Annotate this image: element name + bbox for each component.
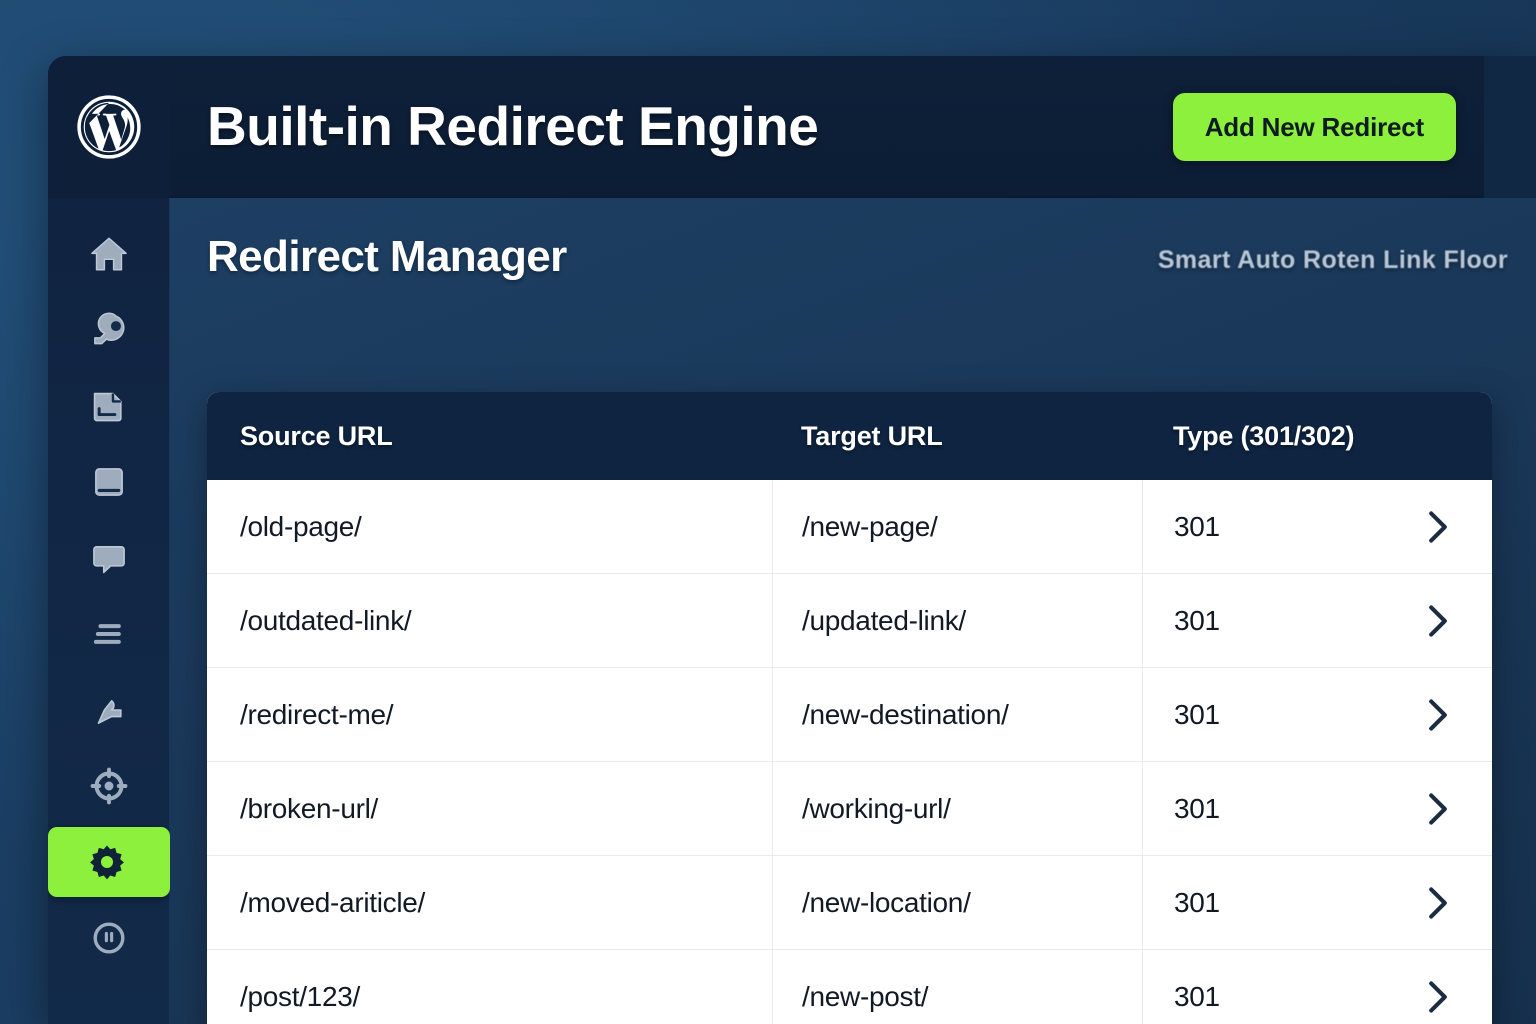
- cell-type: 301: [1142, 667, 1492, 762]
- cell-source-url: /post/123/: [240, 981, 360, 1012]
- cell-target-url: /new-destination/: [772, 667, 1142, 762]
- section-subtitle: Smart Auto Roten Link Floor: [1157, 246, 1508, 274]
- app-header: Built-in Redirect Engine Add New Redirec…: [170, 56, 1484, 198]
- cell-target-url: /new-page/: [772, 479, 1142, 574]
- cell-target-url: /working-url/: [772, 761, 1142, 856]
- sidebar: [48, 56, 170, 1024]
- sidebar-item-appearance[interactable]: [48, 596, 170, 672]
- table-row[interactable]: /moved-ariticle/ /new-location/ 301: [207, 855, 1492, 950]
- cell-type: 301: [1142, 761, 1492, 856]
- wordpress-logo-button[interactable]: [48, 56, 170, 198]
- sidebar-nav-list: [48, 216, 170, 976]
- menu-lines-icon: [93, 624, 121, 644]
- sidebar-item-plugins[interactable]: [48, 672, 170, 748]
- column-header-source-url: Source URL: [240, 420, 393, 451]
- plug-icon: [97, 700, 122, 724]
- sidebar-item-posts[interactable]: [48, 292, 170, 368]
- section-title: Redirect Manager: [207, 232, 567, 281]
- chevron-right-icon[interactable]: [1427, 698, 1449, 732]
- table-header-row: Source URL Target URL Type (301/302): [207, 392, 1492, 480]
- gear-icon: [90, 845, 124, 880]
- chevron-right-icon[interactable]: [1427, 792, 1449, 826]
- sidebar-item-collapse[interactable]: [48, 900, 170, 976]
- sidebar-item-users[interactable]: [48, 748, 170, 824]
- chevron-right-icon[interactable]: [1427, 980, 1449, 1014]
- cell-target-url: /new-location/: [772, 855, 1142, 950]
- cell-source-url: /old-page/: [240, 510, 362, 542]
- table-row[interactable]: /outdated-link/ /updated-link/ 301: [207, 573, 1492, 668]
- target-icon: [90, 767, 128, 805]
- media-file-icon: [93, 392, 122, 422]
- content-header: Redirect Manager Smart Auto Roten Link F…: [170, 198, 1536, 326]
- sidebar-item-pages[interactable]: [48, 444, 170, 520]
- cell-source-url: /moved-ariticle/: [240, 886, 426, 918]
- page-icon: [95, 468, 123, 496]
- cell-target-url: /new-post/: [772, 950, 1142, 1024]
- comment-icon: [93, 546, 125, 574]
- content-area: Redirect Manager Smart Auto Roten Link F…: [170, 198, 1536, 1024]
- app-panel: Built-in Redirect Engine Add New Redirec…: [48, 56, 1536, 1024]
- sidebar-item-settings[interactable]: [48, 824, 170, 900]
- chevron-right-icon[interactable]: [1427, 886, 1449, 920]
- redirects-table: Source URL Target URL Type (301/302) /ol…: [207, 392, 1492, 1024]
- chevron-right-icon[interactable]: [1427, 510, 1449, 544]
- column-header-target-url: Target URL: [801, 420, 943, 451]
- sidebar-item-dashboard[interactable]: [48, 216, 170, 292]
- home-icon: [91, 237, 127, 271]
- cell-source-url: /redirect-me/: [240, 698, 394, 730]
- wordpress-logo-icon: [77, 95, 141, 159]
- table-body: /old-page/ /new-page/ 301 /outdated-link…: [207, 479, 1492, 1024]
- table-row[interactable]: /redirect-me/ /new-destination/ 301: [207, 667, 1492, 762]
- table-row[interactable]: /old-page/ /new-page/ 301: [207, 479, 1492, 574]
- key-icon: [94, 312, 125, 345]
- sidebar-item-media[interactable]: [48, 368, 170, 444]
- cell-type: 301: [1142, 573, 1492, 668]
- cell-source-url: /outdated-link/: [240, 604, 412, 636]
- cell-type: 301: [1142, 855, 1492, 950]
- table-row[interactable]: /post/123/ /new-post/ 301: [207, 950, 1492, 1024]
- page-title: Built-in Redirect Engine: [207, 95, 819, 157]
- cell-type: 301: [1142, 479, 1492, 574]
- sidebar-item-comments[interactable]: [48, 520, 170, 596]
- add-new-redirect-button[interactable]: Add New Redirect: [1172, 93, 1456, 161]
- cell-type: 301: [1142, 950, 1492, 1024]
- chevron-right-icon[interactable]: [1427, 604, 1449, 638]
- table-row[interactable]: /broken-url/ /working-url/ 301: [207, 761, 1492, 856]
- cell-source-url: /broken-url/: [240, 792, 379, 824]
- column-header-type: Type (301/302): [1173, 420, 1355, 451]
- cell-target-url: /updated-link/: [772, 573, 1142, 668]
- collapse-icon: [93, 922, 125, 954]
